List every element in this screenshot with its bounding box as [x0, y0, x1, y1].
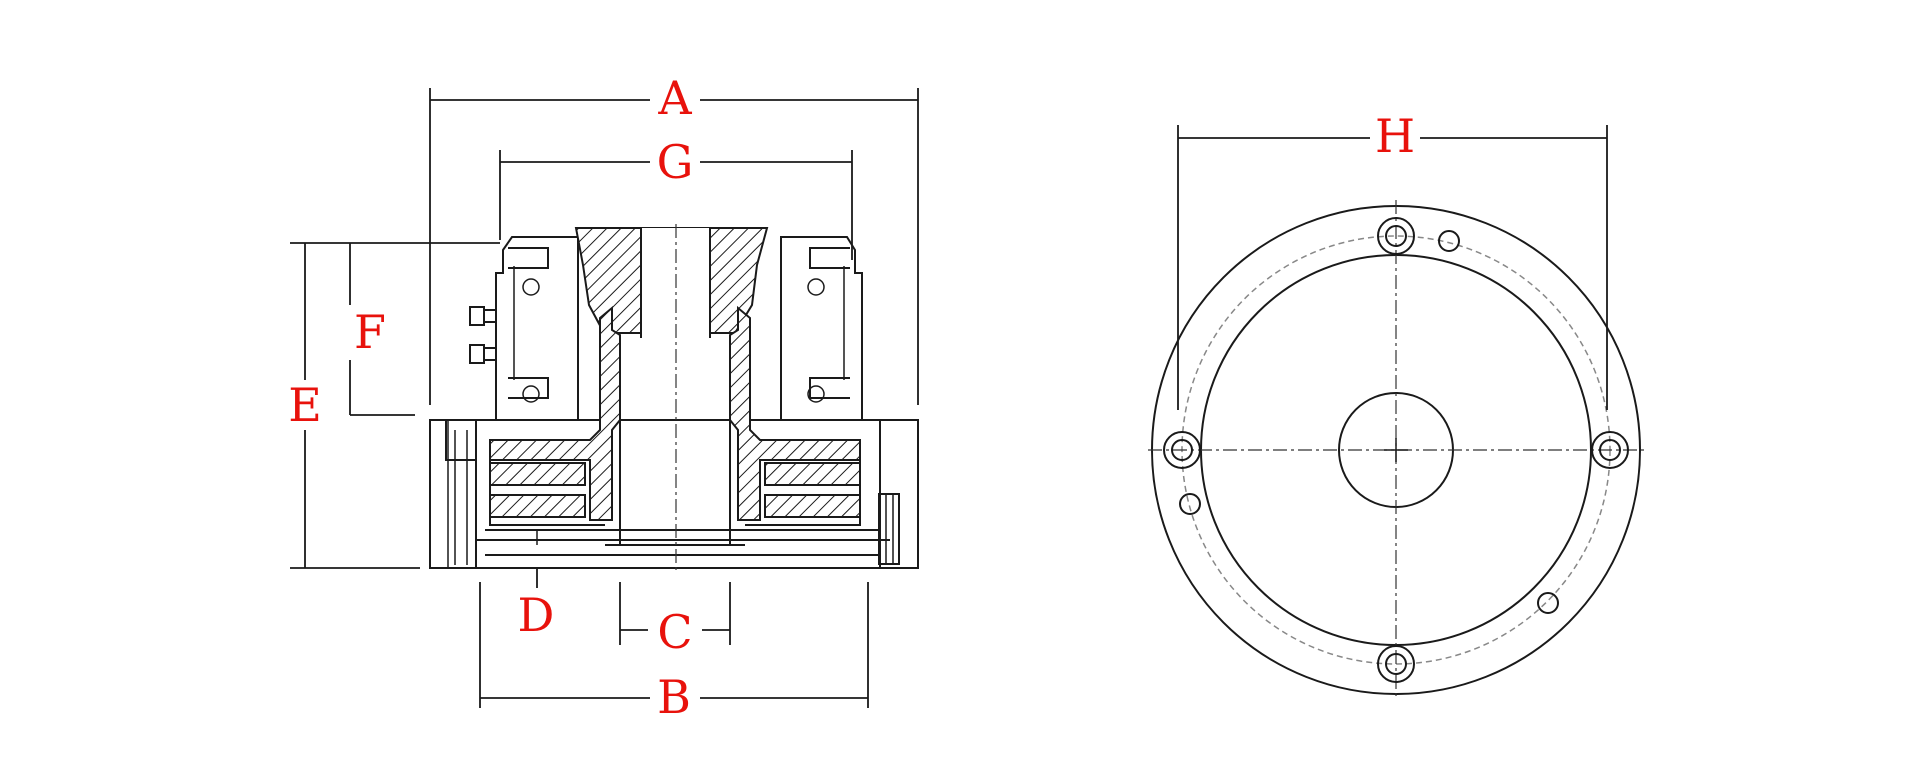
dimension-label-f: F [354, 305, 386, 359]
dimension-label-h: H [1375, 109, 1415, 163]
dimension-label-d: D [518, 588, 555, 642]
section-view [429, 224, 919, 570]
dimension-lines [290, 88, 1608, 708]
dimension-label-e: E [288, 378, 322, 432]
dimension-label-a: A [657, 71, 692, 125]
front-view [1148, 200, 1644, 700]
fitting-icon [469, 306, 497, 364]
bolt-hole-icon [1163, 217, 1629, 683]
dimension-label-g: G [657, 135, 694, 189]
dimension-label-b: B [657, 670, 691, 724]
dimension-label-c: C [657, 605, 692, 659]
pin-hole-icon [1179, 230, 1559, 614]
